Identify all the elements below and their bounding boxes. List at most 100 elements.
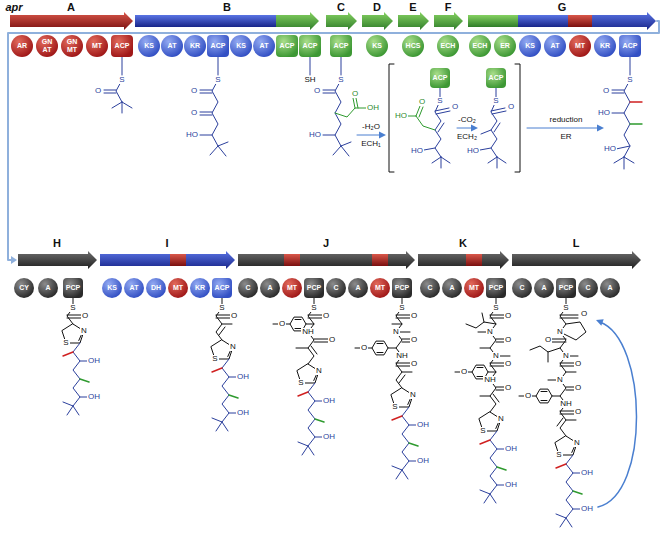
atom-label: O (504, 384, 512, 392)
atom-label: S (118, 76, 125, 84)
atom-label: OH (87, 393, 101, 401)
domain-label: AT (130, 284, 139, 292)
reaction-note: -CO₂ (457, 116, 477, 124)
carrier-protein-domain: ACP (486, 68, 506, 88)
domain-label: KR (195, 284, 205, 292)
carrier-protein-domain: PCP (392, 278, 412, 298)
domain-label: ACP (280, 42, 295, 50)
domain-label: ACP (489, 74, 504, 82)
domain-label: KS (525, 42, 535, 50)
atom-label: HO (603, 145, 617, 153)
thiazoline-tail (62, 324, 89, 415)
reaction-note: ECH₂ (456, 133, 478, 141)
gene-arrow (276, 12, 319, 30)
atom-label: S (211, 355, 218, 363)
domain-label: ACP (211, 42, 226, 50)
hmg-structure (323, 57, 351, 156)
atom-label: O (580, 310, 588, 318)
domain-label: ECH (441, 42, 456, 50)
thiazoline-tail (297, 364, 324, 455)
domain-label: C (245, 284, 250, 292)
atom-label: HO (597, 109, 611, 117)
domain-label: ACP (433, 74, 448, 82)
atom-label: O (351, 90, 359, 98)
peptide-structure (296, 298, 328, 364)
atom-label: HO (308, 131, 322, 139)
atom-label: OH (580, 469, 594, 477)
enzyme-domain: A (442, 278, 462, 298)
peptide-structure (67, 298, 81, 324)
carrier-protein-domain: ACP (212, 278, 232, 298)
atom-label: HO (410, 147, 424, 155)
domain-label: PCP (559, 284, 573, 292)
reaction-note: ER (559, 133, 572, 141)
enzyme-domain: GN AT (36, 35, 58, 57)
methoxyphenyl-group (355, 341, 396, 355)
atom-label: O (230, 312, 238, 320)
enzyme-domain: DH (146, 278, 166, 298)
atom-label: S (555, 451, 562, 459)
atom-label: S (436, 97, 443, 105)
domain-label: A (607, 284, 612, 292)
atom-label: O (94, 87, 102, 95)
domain-label: KS (236, 42, 246, 50)
domain-label: MT (469, 284, 479, 292)
atom-label: O (507, 103, 515, 111)
atom-label: N (492, 352, 500, 360)
pivaloyl-structure (104, 57, 132, 113)
enzyme-domain: MT (282, 278, 302, 298)
arrowhead (597, 125, 604, 132)
atom-label: O (190, 87, 198, 95)
enzyme-domain: KR (594, 35, 616, 57)
enzyme-domain: HCS (402, 35, 424, 57)
carrier-protein-domain: ACP (207, 35, 229, 57)
atom-label: O (574, 360, 582, 368)
domain-label: PCP (66, 284, 80, 292)
atom-label: NH (395, 352, 409, 360)
domain-label: MT (92, 42, 102, 50)
atom-label: N (573, 439, 581, 447)
atom-label: O (81, 312, 89, 320)
enzyme-domain: CY (14, 278, 34, 298)
thiol-tether (310, 57, 311, 75)
enzyme-domain: C (512, 278, 532, 298)
carrier-protein-domain: ACP (330, 35, 352, 57)
domain-label: A (267, 284, 272, 292)
carrier-protein-domain: ACP (619, 35, 641, 57)
gene-letter: F (444, 2, 453, 13)
gene-arrow (518, 15, 568, 27)
reaction-arrow (527, 128, 598, 129)
gene-arrow (284, 254, 300, 266)
enzyme-domain: MT (370, 278, 390, 298)
methyl-branch (630, 123, 642, 124)
atom-label: O (544, 336, 552, 344)
arrowhead (596, 319, 604, 326)
atom-label: S (562, 304, 569, 312)
atom-label: S (214, 76, 221, 84)
gene-arrow (592, 12, 656, 30)
atom-label: OH (416, 421, 430, 429)
atom-label: O (451, 103, 459, 111)
gene-letter: G (557, 2, 568, 13)
enzyme-domain: MT (464, 278, 484, 298)
atom-label: N (392, 328, 400, 336)
atom-label: OH (504, 445, 518, 453)
gene-arrow (326, 12, 357, 30)
domain-label: A (45, 284, 50, 292)
arrowhead (471, 125, 478, 132)
domain-label: MT (375, 284, 385, 292)
atom-label: HO (185, 131, 199, 139)
reaction-note: reduction (549, 116, 584, 124)
atom-label: N (486, 328, 494, 336)
gene-arrow (466, 254, 482, 266)
enzyme-domain: GN MT (61, 35, 83, 57)
atom-label: OH (236, 409, 250, 417)
domain-label: MT (575, 42, 585, 50)
domain-label: ACP (303, 42, 318, 50)
domain-label: GN MT (64, 38, 81, 54)
thiazoline-tail (391, 388, 418, 479)
reaction-arrow (457, 128, 472, 129)
domain-label: C (519, 284, 524, 292)
thiazoline-tail (479, 412, 506, 503)
enzyme-domain: A (260, 278, 280, 298)
